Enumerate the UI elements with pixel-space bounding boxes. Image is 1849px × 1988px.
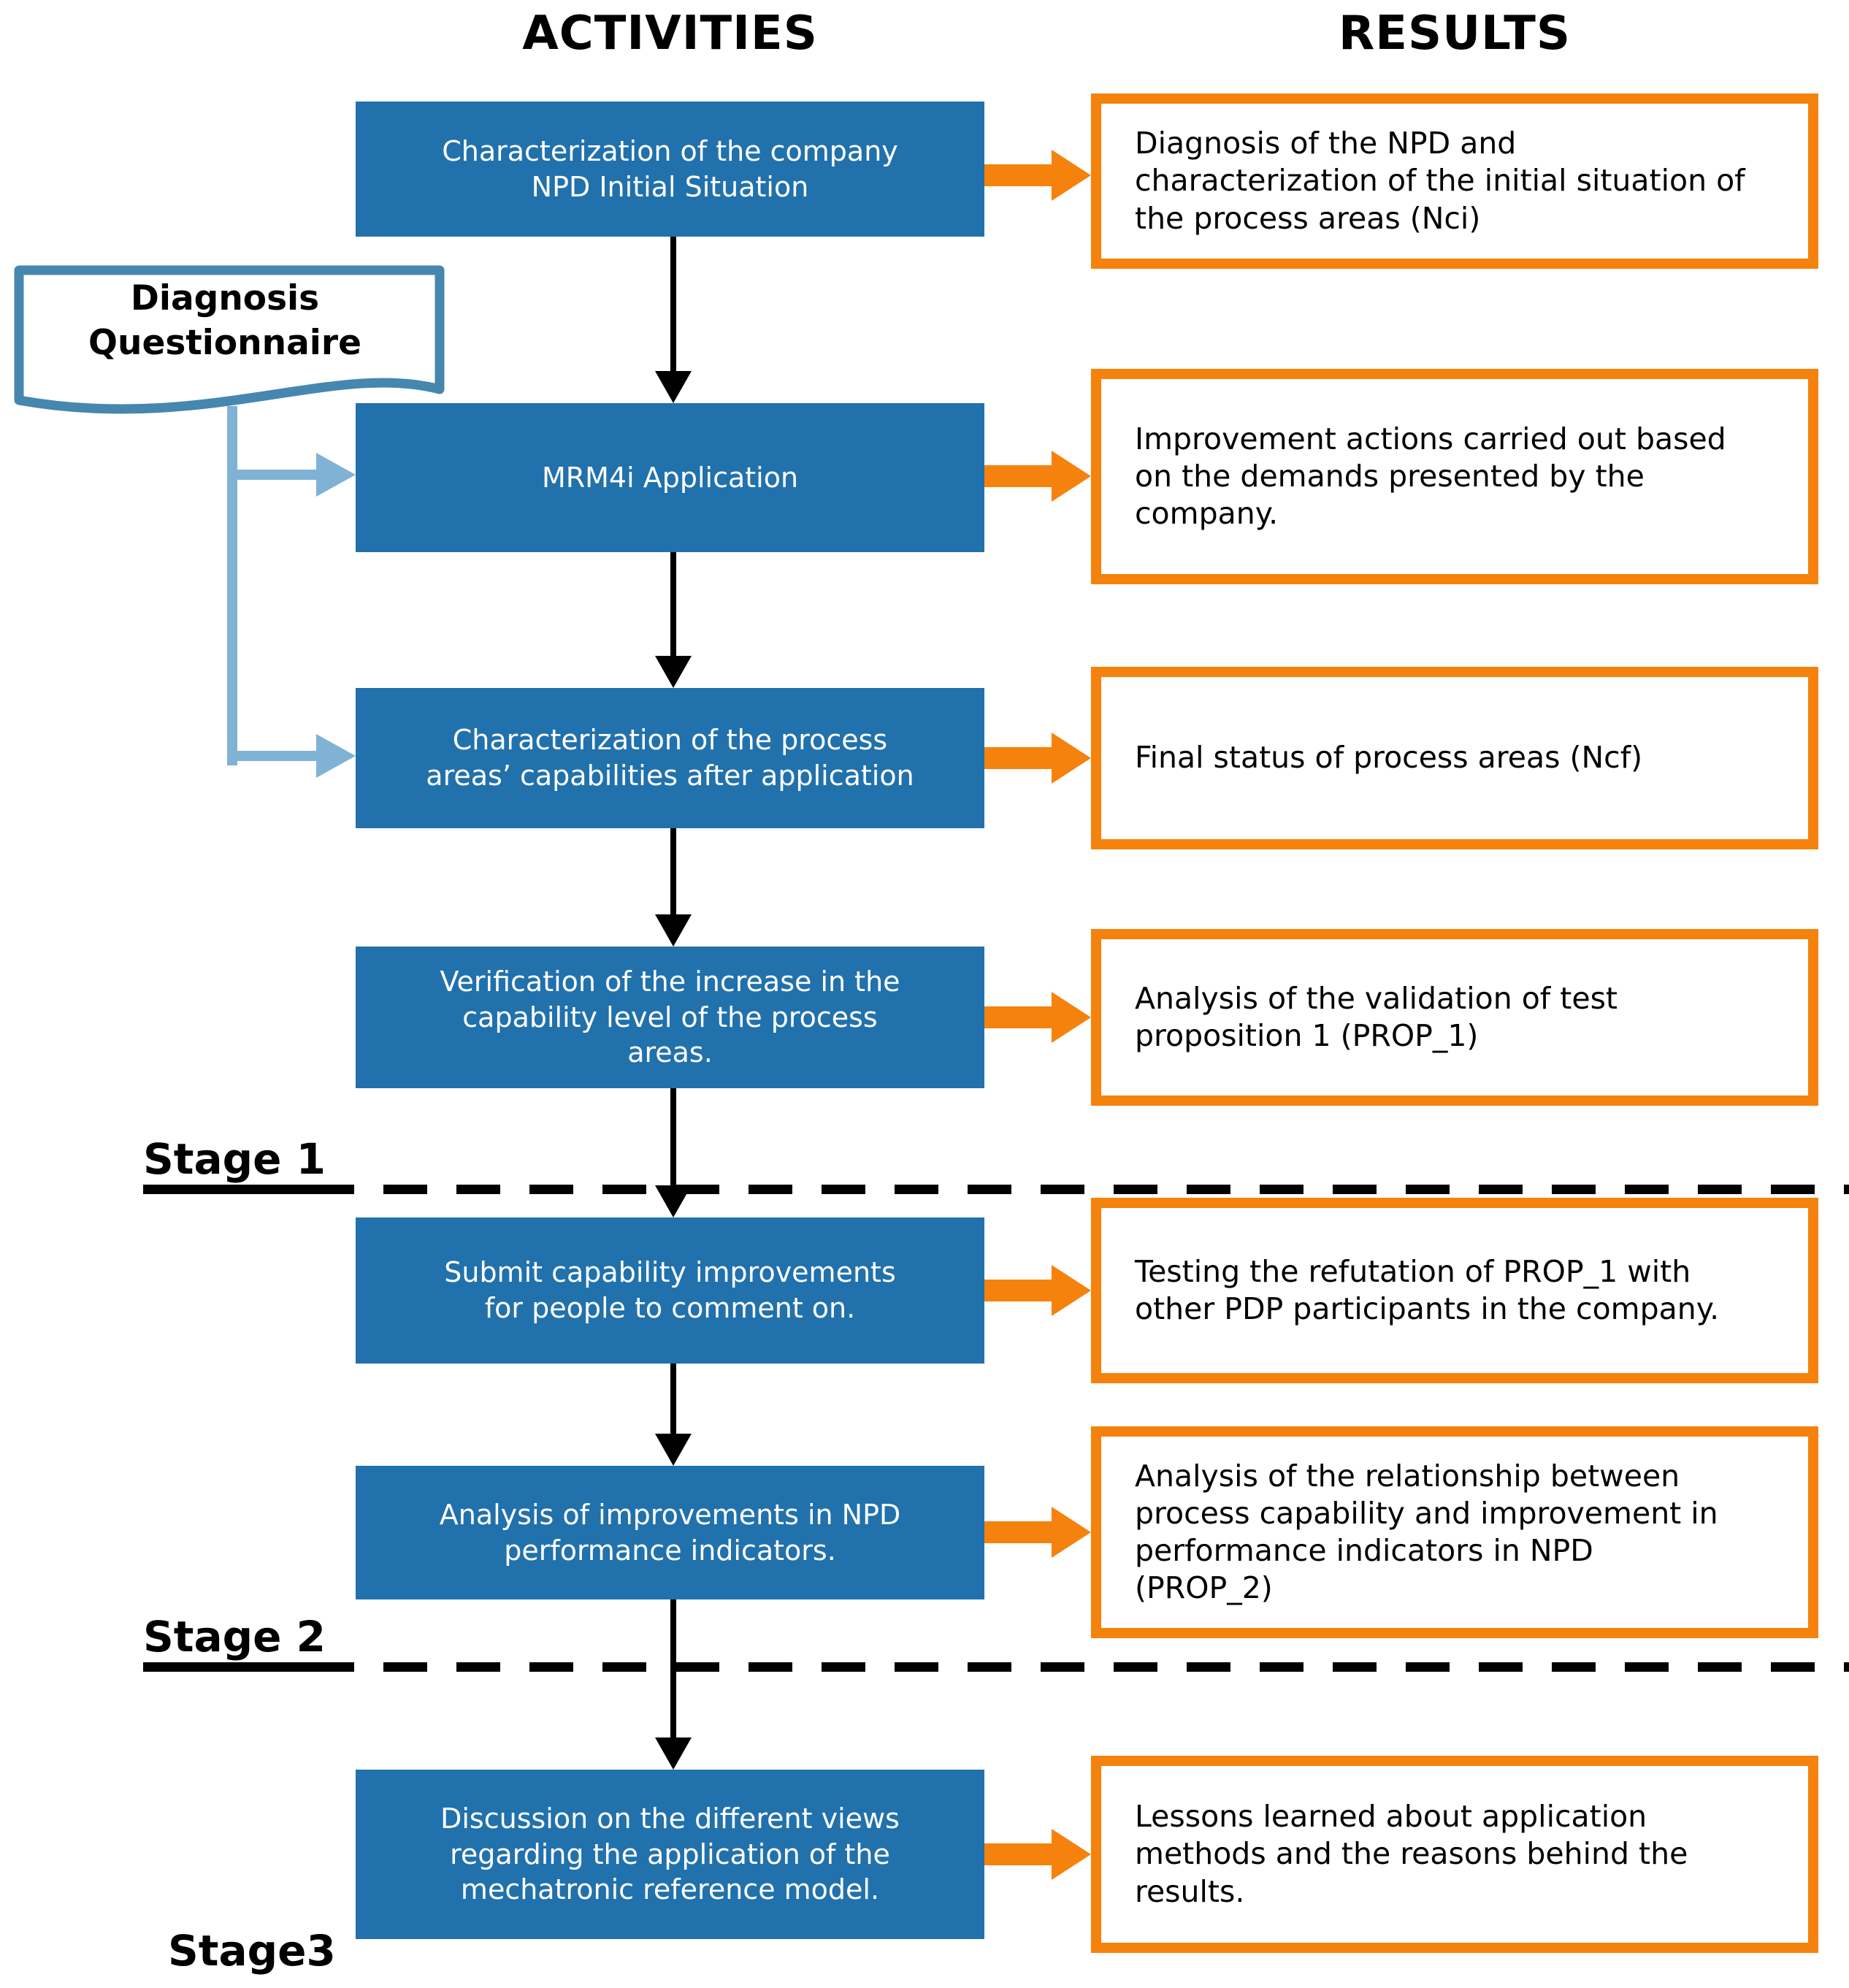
stage-3-label: Stage3 [168, 1926, 336, 1976]
result-arrow-icon-3 [984, 733, 1091, 784]
result-arrow-shaft [984, 747, 1053, 769]
result-arrow-icon-1 [984, 150, 1091, 201]
right-arrow-icon-light-1 [316, 453, 356, 497]
result-arrow-shaft [984, 1280, 1053, 1301]
down-arrow-head-2 [655, 656, 692, 688]
result-arrow-head [1052, 1829, 1091, 1880]
results-column-header: RESULTS [1339, 7, 1571, 61]
down-arrow-head-3 [655, 914, 692, 947]
result-box-3: Final status of process areas (Ncf) [1091, 667, 1818, 849]
down-arrow-icon-2 [670, 552, 676, 657]
down-arrow-head-1 [655, 371, 692, 403]
connector-line-branch-2 [227, 751, 318, 761]
result-box-4: Analysis of the validation of test propo… [1091, 929, 1818, 1106]
result-arrow-head [1052, 451, 1091, 502]
activity-box-7: Discussion on the different views regard… [356, 1770, 984, 1939]
result-box-1: Diagnosis of the NPD and characterizatio… [1091, 93, 1818, 269]
activity-box-1: Characterization of the company NPD Init… [356, 102, 984, 237]
down-arrow-head-5 [655, 1434, 692, 1466]
right-arrow-icon-light-2 [316, 734, 356, 778]
document-shape-icon [14, 265, 445, 414]
result-arrow-shaft [984, 1006, 1053, 1028]
result-box-7: Lessons learned about application method… [1091, 1756, 1818, 1953]
activity-box-5: Submit capability improvements for peopl… [356, 1217, 984, 1364]
result-arrow-head [1052, 150, 1091, 201]
result-arrow-shaft [984, 465, 1053, 487]
result-box-2: Improvement actions carried out based on… [1091, 369, 1818, 584]
down-arrow-icon-5 [670, 1364, 676, 1435]
result-box-5: Testing the refutation of PROP_1 with ot… [1091, 1198, 1818, 1383]
result-box-6: Analysis of the relationship between pro… [1091, 1426, 1818, 1638]
activity-box-4: Verification of the increase in the capa… [356, 947, 984, 1088]
result-arrow-head [1052, 1265, 1091, 1316]
result-arrow-shaft [984, 164, 1053, 186]
down-arrow-icon-3 [670, 828, 676, 916]
result-arrow-head [1052, 733, 1091, 784]
result-arrow-head [1052, 1507, 1091, 1558]
connector-line-vertical [227, 406, 237, 765]
activity-box-2: MRM4i Application [356, 403, 984, 552]
result-arrow-shaft [984, 1843, 1053, 1865]
document-shape-label: Diagnosis Questionnaire [88, 278, 361, 364]
down-arrow-icon-4 [670, 1088, 676, 1187]
result-arrow-icon-7 [984, 1829, 1091, 1880]
stage-1-divider-line [164, 1185, 1849, 1194]
result-arrow-icon-4 [984, 992, 1091, 1043]
activity-box-3: Characterization of the process areas’ c… [356, 688, 984, 828]
result-arrow-icon-6 [984, 1507, 1091, 1558]
down-arrow-icon-1 [670, 237, 676, 372]
stage-2-divider-line [164, 1662, 1849, 1672]
result-arrow-shaft [984, 1521, 1053, 1543]
activities-column-header: ACTIVITIES [522, 7, 818, 61]
result-arrow-icon-2 [984, 451, 1091, 502]
result-arrow-icon-5 [984, 1265, 1091, 1316]
down-arrow-head-6 [655, 1737, 692, 1770]
result-arrow-head [1052, 992, 1091, 1043]
activity-box-6: Analysis of improvements in NPD performa… [356, 1466, 984, 1599]
connector-line-branch-1 [227, 470, 318, 480]
